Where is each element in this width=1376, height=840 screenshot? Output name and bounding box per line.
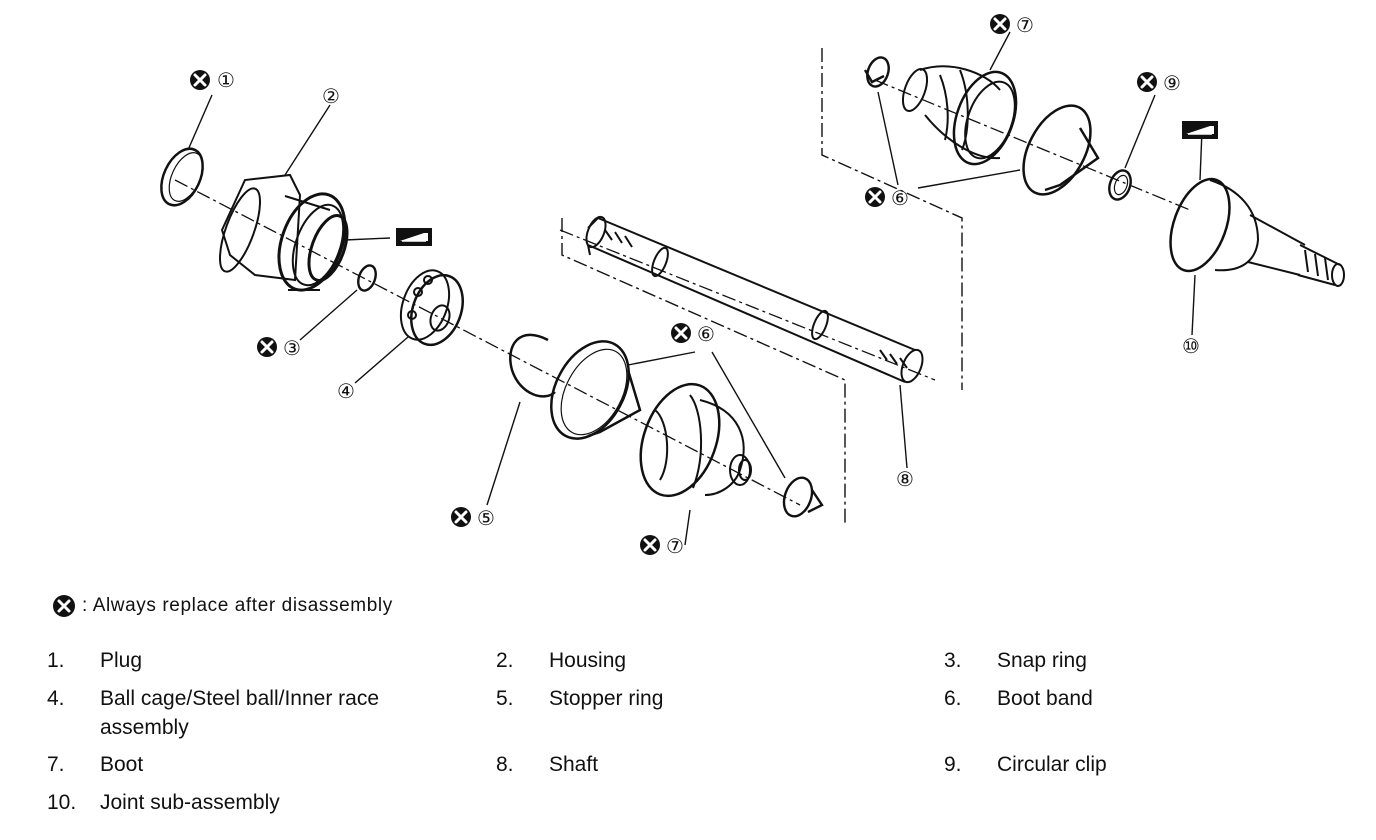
plug-part bbox=[160, 147, 204, 207]
callout-10: ⑩ bbox=[1182, 334, 1200, 358]
callout-7-lower: ⑦ bbox=[666, 534, 684, 558]
part-name: Joint sub-assembly bbox=[100, 791, 280, 814]
replace-x-icon bbox=[669, 321, 693, 345]
exploded-driveshaft-diagram: ① ② ③ ④ ⑤ ⑥ ⑥ ⑦ ⑦ ⑧ ⑨ ⑩ bbox=[160, 12, 1345, 558]
callout-2: ② bbox=[322, 84, 340, 108]
replace-x-icon bbox=[449, 505, 473, 529]
callout-1: ① bbox=[217, 68, 235, 92]
callout-9: ⑨ bbox=[1163, 71, 1181, 95]
part-number: 9. bbox=[944, 753, 962, 776]
part-name: Shaft bbox=[549, 753, 599, 776]
part-name: Circular clip bbox=[997, 753, 1107, 776]
replace-x-icon bbox=[863, 185, 887, 209]
part-number: 3. bbox=[944, 649, 962, 672]
part-name: Ball cage/Steel ball/Inner race assembly bbox=[100, 687, 379, 739]
replace-x-icon bbox=[53, 595, 75, 617]
callout-7-upper: ⑦ bbox=[1016, 13, 1034, 37]
boot-band-small-upper bbox=[863, 56, 890, 88]
replace-x-icon bbox=[255, 335, 279, 359]
circular-clip-part bbox=[1108, 169, 1132, 201]
legend-text: : Always replace after disassembly bbox=[82, 595, 393, 616]
callout-8: ⑧ bbox=[896, 467, 914, 491]
callout-5: ⑤ bbox=[477, 506, 495, 530]
part-name: Boot bbox=[100, 753, 144, 776]
boot-band-large-upper bbox=[1022, 104, 1100, 196]
joint-sub-assembly-part bbox=[1169, 177, 1345, 287]
callout-6-lower: ⑥ bbox=[697, 322, 715, 346]
stopper-ring-part bbox=[509, 333, 556, 398]
callout-6-upper: ⑥ bbox=[891, 186, 909, 210]
shaft-part bbox=[585, 215, 924, 384]
housing-part bbox=[219, 173, 349, 292]
brackets bbox=[561, 48, 963, 525]
part-name: Stopper ring bbox=[549, 687, 664, 710]
legend: : Always replace after disassembly bbox=[52, 594, 393, 618]
part-number: 10. bbox=[47, 791, 77, 814]
callout-4: ④ bbox=[337, 379, 355, 403]
boot-upper bbox=[901, 65, 1018, 166]
part-name: Plug bbox=[100, 649, 143, 672]
boot-band-large-lower bbox=[550, 340, 642, 440]
snap-ring-part bbox=[357, 264, 377, 292]
part-number: 7. bbox=[47, 753, 65, 776]
axis-lines bbox=[174, 79, 1191, 506]
part-number: 6. bbox=[944, 687, 962, 710]
part-name: Housing bbox=[549, 649, 627, 672]
boot-band-small-lower bbox=[782, 476, 824, 518]
replace-x-icon bbox=[1135, 70, 1159, 94]
part-number: 2. bbox=[496, 649, 514, 672]
replace-x-icon bbox=[188, 68, 212, 92]
part-number: 1. bbox=[47, 649, 65, 672]
part-name: Snap ring bbox=[997, 649, 1087, 672]
part-number: 5. bbox=[496, 687, 514, 710]
replace-x-icon bbox=[988, 12, 1012, 36]
ball-cage-part bbox=[399, 269, 464, 347]
callout-3: ③ bbox=[283, 336, 301, 360]
part-name: Boot band bbox=[997, 687, 1093, 710]
replace-x-icon bbox=[638, 533, 662, 557]
grease-icon bbox=[395, 227, 433, 247]
part-number: 8. bbox=[496, 753, 514, 776]
part-number: 4. bbox=[47, 687, 65, 710]
boot-lower bbox=[639, 382, 752, 498]
leader-lines bbox=[187, 31, 1203, 546]
grease-icon bbox=[1181, 120, 1219, 140]
